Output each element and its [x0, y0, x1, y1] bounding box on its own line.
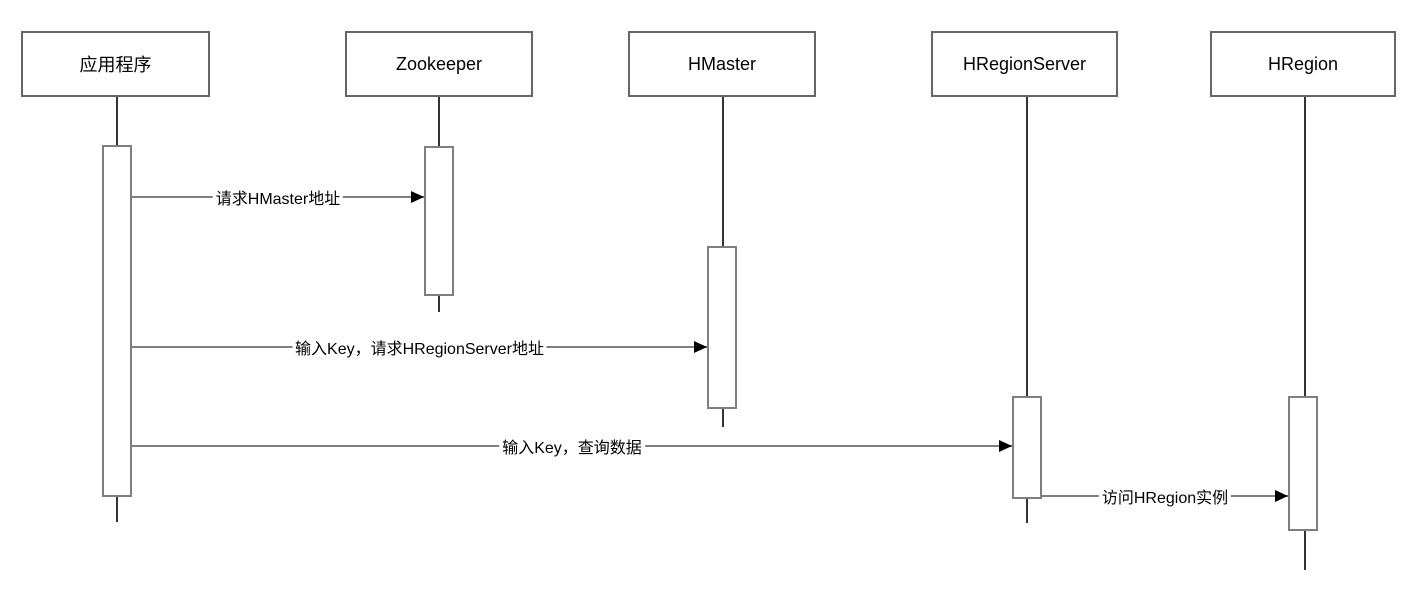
message-request-hmaster-address: 请求HMaster地址: [132, 185, 424, 209]
arrowhead-icon: [1275, 490, 1288, 502]
actor-label-hregionserver: HRegionServer: [962, 53, 1087, 74]
actor-box-hmaster: HMaster: [628, 31, 816, 97]
actor-box-hregion: HRegion: [1210, 31, 1396, 97]
lifeline-hregionserver-upper: [1026, 97, 1028, 396]
message-access-hregion-instance: 访问HRegion实例: [1042, 484, 1288, 508]
lifeline-hmaster-stub: [722, 409, 724, 427]
message-request-hregionserver-address: 输入Key，请求HRegionServer地址: [132, 335, 707, 359]
lifeline-hmaster-upper: [722, 97, 724, 246]
lifeline-hregion-upper: [1304, 97, 1306, 396]
message-query-data: 输入Key，查询数据: [132, 434, 1012, 458]
arrowhead-icon: [694, 341, 707, 353]
lifeline-hregionserver-stub: [1026, 499, 1028, 523]
lifeline-application-upper: [116, 97, 118, 145]
message-request-hregionserver-address-label: 输入Key，请求HRegionServer地址: [292, 335, 547, 359]
actor-box-zookeeper: Zookeeper: [345, 31, 533, 97]
actor-label-zookeeper: Zookeeper: [395, 53, 483, 74]
activation-zookeeper: [424, 146, 454, 296]
actor-label-hregion: HRegion: [1267, 53, 1339, 74]
arrowhead-icon: [411, 191, 424, 203]
message-access-hregion-instance-label: 访问HRegion实例: [1098, 484, 1232, 508]
arrowhead-icon: [999, 440, 1012, 452]
lifeline-zookeeper-upper: [438, 97, 440, 146]
activation-hregion: [1288, 396, 1318, 531]
lifeline-hregion-stub: [1304, 531, 1306, 570]
message-request-hmaster-address-label: 请求HMaster地址: [212, 185, 344, 209]
activation-hmaster: [707, 246, 737, 409]
actor-label-hmaster: HMaster: [687, 53, 756, 74]
lifeline-application-stub: [116, 497, 118, 522]
lifeline-zookeeper-stub: [438, 296, 440, 312]
actor-box-application: 应用程序: [21, 31, 210, 97]
actor-box-hregionserver: HRegionServer: [931, 31, 1118, 97]
activation-hregionserver: [1012, 396, 1042, 499]
message-query-data-label: 输入Key，查询数据: [499, 434, 645, 458]
actor-label-application: 应用程序: [79, 55, 152, 75]
activation-application: [102, 145, 132, 497]
